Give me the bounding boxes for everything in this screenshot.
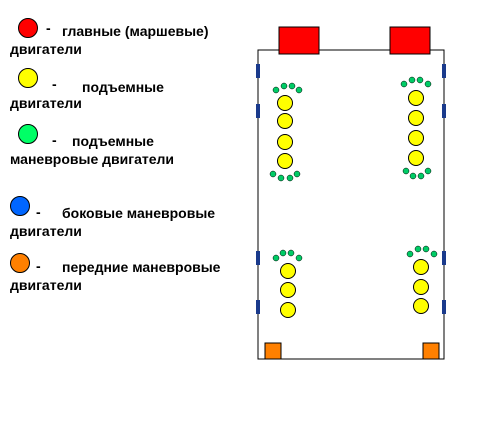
lift-maneuver-engine [422, 245, 430, 253]
lift-engine [280, 302, 296, 318]
lift-engine [277, 113, 293, 129]
side-engine-right-4 [442, 300, 446, 314]
blue-circle-icon [10, 196, 30, 216]
legend-dash: - [46, 20, 51, 36]
lift-maneuver-engine [295, 254, 303, 262]
lift-maneuver-engine [272, 254, 280, 262]
side-engine-right-1 [442, 64, 446, 78]
lift-maneuver-engine [417, 172, 425, 180]
lift-maneuver-engine [424, 80, 432, 88]
red-circle-icon [18, 18, 38, 38]
lift-maneuver-engine [277, 174, 285, 182]
lift-maneuver-engine [424, 167, 432, 175]
legend-dash: - [36, 258, 41, 274]
lift-engine [277, 95, 293, 111]
legend-label-line1: передние маневровые [62, 259, 221, 275]
lift-engine [408, 110, 424, 126]
legend-dash: - [52, 76, 57, 92]
lift-maneuver-engine [280, 82, 288, 90]
lift-maneuver-engine [402, 167, 410, 175]
lift-maneuver-engine [293, 170, 301, 178]
lift-engine [413, 298, 429, 314]
legend-label-line1: боковые маневровые [62, 205, 216, 221]
lift-engine [408, 130, 424, 146]
green-circle-icon [18, 124, 38, 144]
lift-maneuver-engine [272, 86, 280, 94]
lift-group-lower-right [406, 245, 438, 314]
lift-maneuver-engine [286, 174, 294, 182]
lift-engine [413, 279, 429, 295]
lift-maneuver-engine [400, 80, 408, 88]
legend-label-line1: главные (маршевые) [62, 23, 209, 39]
lift-maneuver-engine [269, 170, 277, 178]
lift-maneuver-engine [408, 76, 416, 84]
lift-maneuver-engine [409, 172, 417, 180]
legend-label-line2: двигатели [10, 41, 82, 57]
legend-label-line1: подъемные [82, 79, 164, 95]
lift-engine [277, 134, 293, 150]
legend-label-line2: двигатели [10, 277, 82, 293]
main-engine-right [389, 26, 431, 55]
lift-engine [277, 153, 293, 169]
lift-maneuver-engine [414, 245, 422, 253]
yellow-circle-icon [18, 68, 38, 88]
lift-maneuver-engine [295, 86, 303, 94]
lift-maneuver-engine [430, 250, 438, 258]
lift-group-upper-left [269, 82, 303, 182]
side-engine-left-4 [256, 300, 260, 314]
lift-group-lower-left [272, 249, 303, 318]
side-engine-left-1 [256, 64, 260, 78]
legend-label-line1: подъемные [72, 133, 154, 149]
lift-maneuver-engine [416, 76, 424, 84]
legend-label-line2: маневровые двигатели [10, 151, 175, 167]
legend-label-line2: двигатели [10, 95, 82, 111]
lift-engine [280, 282, 296, 298]
lift-maneuver-engine [279, 249, 287, 257]
lift-group-upper-right [400, 76, 432, 180]
lift-maneuver-engine [288, 82, 296, 90]
side-engine-right-2 [442, 104, 446, 118]
front-engine-left [264, 342, 282, 360]
lift-engine [413, 259, 429, 275]
lift-maneuver-engine [406, 250, 414, 258]
main-engine-left [278, 26, 320, 55]
lift-engine [408, 90, 424, 106]
orange-circle-icon [10, 253, 30, 273]
side-engine-left-2 [256, 104, 260, 118]
legend-dash: - [36, 204, 41, 220]
front-engine-right [422, 342, 440, 360]
lift-engine [408, 150, 424, 166]
legend-label-line2: двигатели [10, 223, 82, 239]
lift-maneuver-engine [287, 249, 295, 257]
legend-dash: - [52, 132, 57, 148]
side-engine-left-3 [256, 251, 260, 265]
lift-engine [280, 263, 296, 279]
side-engine-right-3 [442, 251, 446, 265]
